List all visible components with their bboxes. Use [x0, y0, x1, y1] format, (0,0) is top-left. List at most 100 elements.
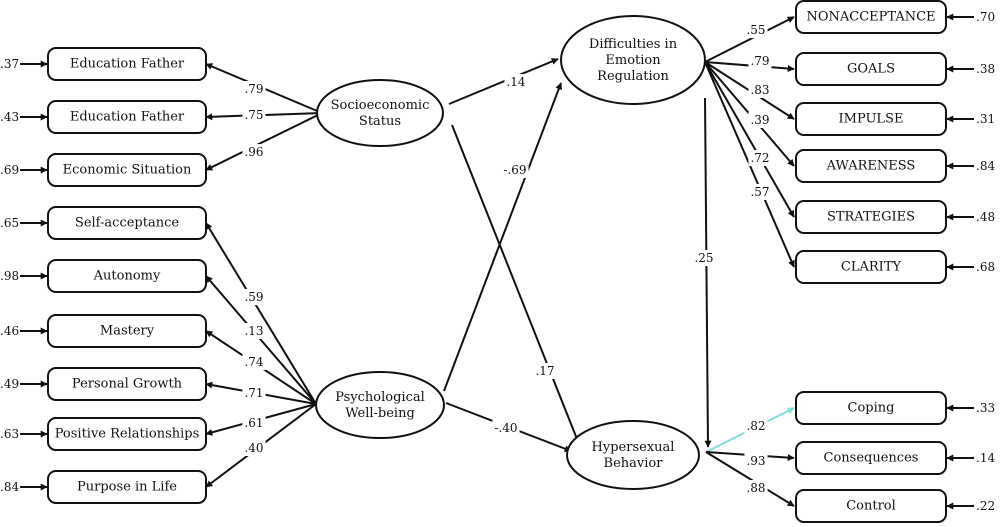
latent-der	[560, 15, 706, 105]
indicator-box-strategies	[795, 200, 947, 234]
indicator-label-personal_growth: Personal Growth	[72, 377, 183, 392]
latent-label-ses-1: Socioeconomic	[331, 98, 430, 113]
loading-label-edu_father_1-bg	[242, 81, 266, 97]
path-ses-hb	[451, 124, 580, 445]
indicator-label-strategies: STRATEGIES	[827, 210, 915, 225]
indicator-box-goals	[795, 52, 947, 86]
error-coping: .33	[976, 401, 995, 415]
loading-label-personal_growth-bg	[242, 385, 266, 401]
path-label-pwb-der-bg	[501, 162, 529, 178]
loading-label-coping: .82	[746, 419, 765, 433]
path-label-ses-hb: .17	[535, 364, 554, 378]
error-edu_father_2: .43	[0, 110, 19, 124]
error-nonacceptance: .70	[976, 10, 995, 24]
loading-label-control: .88	[746, 481, 765, 495]
path-label-pwb-hb-bg	[492, 420, 520, 436]
loading-label-self_acceptance-bg	[242, 289, 266, 305]
latent-ses	[316, 79, 444, 147]
loading-autonomy	[205, 275, 317, 405]
indicator-box-positive_relationships	[47, 417, 207, 451]
error-awareness: .84	[976, 159, 995, 173]
indicator-label-autonomy: Autonomy	[93, 269, 161, 284]
indicator-box-self_acceptance	[47, 206, 207, 240]
error-impulse: .31	[976, 112, 995, 126]
loading-label-awareness-bg	[748, 112, 772, 128]
latent-label-pwb-1: Psychological	[335, 390, 425, 405]
error-control: .22	[976, 499, 995, 513]
path-der-hb	[704, 97, 712, 448]
indicator-box-impulse	[795, 102, 947, 136]
loading-label-mastery-bg	[242, 354, 266, 370]
loading-strategies	[704, 61, 795, 218]
error-personal_growth: .49	[0, 377, 19, 391]
indicator-box-clarity	[795, 250, 947, 284]
loading-label-edu_father_2: .75	[244, 108, 263, 122]
indicator-box-awareness	[795, 149, 947, 183]
loading-label-self_acceptance: .59	[244, 290, 263, 304]
indicator-label-awareness: AWARENESS	[826, 159, 916, 174]
indicator-label-edu_father_2: Education Father	[70, 110, 185, 125]
indicator-label-nonacceptance: NONACCEPTANCE	[806, 10, 935, 25]
indicator-box-control	[795, 489, 947, 523]
loading-control	[705, 451, 795, 507]
loading-label-mastery: .74	[244, 355, 263, 369]
indicator-label-clarity: CLARITY	[841, 260, 902, 275]
indicator-label-consequences: Consequences	[824, 451, 919, 466]
loading-label-edu_father_2-bg	[242, 107, 266, 123]
path-label-ses-der: .14	[506, 75, 525, 89]
loading-label-strategies-bg	[748, 150, 772, 166]
loading-label-edu_father_1: .79	[244, 82, 263, 96]
loading-label-purpose-bg	[242, 440, 266, 456]
indicator-label-self_acceptance: Self-acceptance	[75, 216, 179, 231]
indicator-box-personal_growth	[47, 367, 207, 401]
loading-label-nonacceptance-bg	[744, 22, 768, 38]
indicator-box-coping	[795, 391, 947, 425]
loading-label-positive_relationships-bg	[242, 415, 266, 431]
labels-layer: .37.43.69.65.98.46.49.63.84.70.38.31.84.…	[0, 10, 995, 513]
loading-label-coping-bg	[744, 418, 768, 434]
loading-label-impulse: .83	[750, 83, 769, 97]
latent-label-hb-2: Behavior	[604, 456, 664, 471]
indicator-label-goals: GOALS	[847, 62, 895, 77]
error-positive_relationships: .63	[0, 427, 19, 441]
loading-label-consequences-bg	[744, 453, 768, 469]
error-goals: .38	[976, 62, 995, 76]
loading-label-nonacceptance: .55	[746, 23, 765, 37]
path-ses-der	[448, 58, 559, 105]
loading-economic	[205, 112, 323, 171]
indicator-box-mastery	[47, 314, 207, 348]
loading-label-positive_relationships: .61	[244, 416, 263, 430]
indicator-label-mastery: Mastery	[100, 324, 155, 339]
error-self_acceptance: .65	[0, 216, 19, 230]
loading-nonacceptance	[704, 16, 795, 63]
indicator-label-edu_father_1: Education Father	[70, 57, 185, 72]
indicator-label-purpose: Purpose in Life	[77, 480, 177, 495]
indicator-label-coping: Coping	[848, 401, 895, 416]
error-mastery: .46	[0, 324, 19, 338]
latent-hb	[566, 420, 700, 490]
error-strategies: .48	[976, 210, 995, 224]
error-autonomy: .98	[0, 269, 19, 283]
loading-label-personal_growth: .71	[244, 386, 263, 400]
loading-label-consequences: .93	[746, 454, 765, 468]
loading-label-goals: .79	[750, 54, 769, 68]
path-label-der-hb-bg	[692, 250, 716, 266]
latent-label-pwb-2: Well-being	[345, 406, 415, 421]
latent-label-der-3: Regulation	[597, 69, 669, 84]
indicator-box-consequences	[795, 441, 947, 475]
loading-label-impulse-bg	[748, 82, 772, 98]
path-label-pwb-der: -.69	[503, 163, 526, 177]
indicator-label-control: Control	[846, 499, 896, 514]
loading-label-control-bg	[744, 480, 768, 496]
path-label-der-hb: .25	[694, 251, 713, 265]
path-label-pwb-hb: -.40	[494, 421, 517, 435]
path-label-ses-hb-bg	[533, 363, 557, 379]
latent-label-der-1: Difficulties in	[589, 37, 678, 52]
error-edu_father_1: .37	[0, 57, 19, 71]
loading-label-autonomy-bg	[242, 323, 266, 339]
path-label-ses-der-bg	[504, 74, 528, 90]
loading-label-strategies: .72	[750, 151, 769, 165]
latent-pwb	[315, 371, 445, 439]
